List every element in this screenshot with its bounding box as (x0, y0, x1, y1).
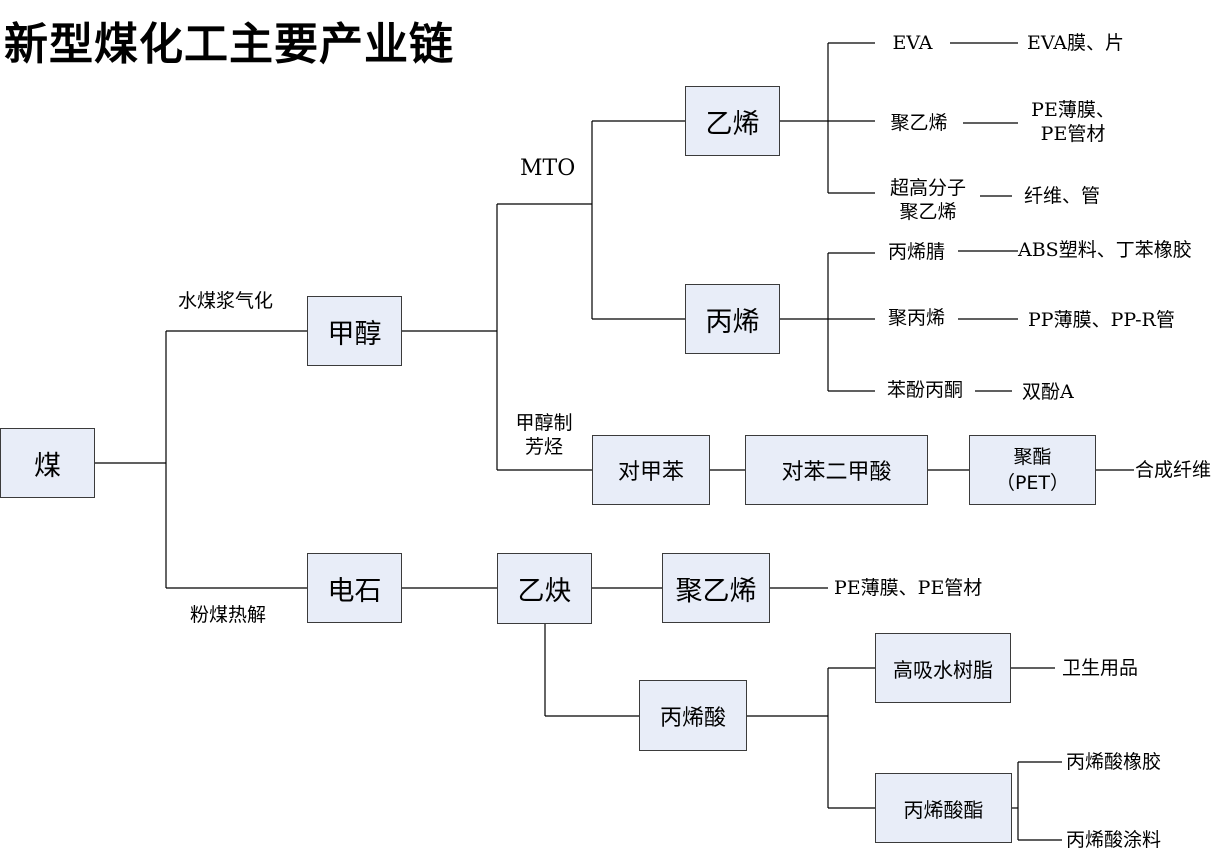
use-synthetic-fiber: 合成纤维 (1135, 459, 1212, 481)
node-carbide: 电石 (307, 553, 402, 623)
use-pe-film-pipe: PE薄膜、 PE管材 (1018, 98, 1128, 146)
diagram-title: 新型煤化工主要产业链 (4, 19, 454, 70)
node-methanol: 甲醇 (307, 296, 402, 366)
product-polyethylene: 聚乙烯 (890, 112, 948, 134)
node-superabsorbent-resin: 高吸水树脂 (875, 633, 1011, 703)
use-acrylic-rubber: 丙烯酸橡胶 (1066, 751, 1162, 773)
product-uhmwpe-line1: 超高分子 (889, 177, 966, 199)
node-para-xylene: 对甲苯 (592, 435, 710, 505)
node-pet-line2: （PET） (995, 472, 1070, 494)
label-mto: MTO (520, 156, 576, 181)
use-pe-line1: PE薄膜、 (1031, 99, 1115, 121)
label-mta-line2: 芳烃 (524, 436, 563, 458)
product-uhmwpe: 超高分子 聚乙烯 (875, 176, 981, 224)
use-fiber-pipe: 纤维、管 (1024, 185, 1101, 207)
use-acrylic-coating: 丙烯酸涂料 (1066, 829, 1162, 851)
node-pet-line1: 聚酯 (1013, 446, 1052, 468)
node-acetylene: 乙炔 (497, 553, 592, 624)
product-polypropylene: 聚丙烯 (887, 307, 945, 329)
use-pe-line2: PE管材 (1040, 123, 1106, 145)
node-acrylate: 丙烯酸酯 (875, 773, 1012, 843)
node-ethylene: 乙烯 (685, 86, 780, 156)
product-uhmwpe-line2: 聚乙烯 (899, 201, 957, 223)
node-pta: 对苯二甲酸 (745, 435, 928, 505)
use-abs-sbr: ABS塑料、丁苯橡胶 (1018, 239, 1192, 261)
node-acrylic-acid: 丙烯酸 (639, 680, 747, 751)
product-phenol-acetone: 苯酚丙酮 (886, 379, 963, 401)
node-pet: 聚酯 （PET） (969, 435, 1096, 505)
label-slurry-gasification: 水煤浆气化 (178, 290, 274, 312)
use-eva-film: EVA膜、片 (1027, 32, 1125, 54)
node-propylene: 丙烯 (685, 284, 780, 354)
node-coal: 煤 (0, 428, 95, 498)
node-polyethylene-acetylene: 聚乙烯 (662, 553, 770, 623)
label-pulverized-pyrolysis: 粉煤热解 (190, 604, 267, 626)
use-sanitary-products: 卫生用品 (1062, 657, 1139, 679)
use-pe-film-pipe-acetylene: PE薄膜、PE管材 (834, 577, 983, 599)
label-methanol-to-aromatics: 甲醇制 芳烃 (506, 411, 582, 459)
label-mta-line1: 甲醇制 (515, 412, 573, 434)
use-bisphenol-a: 双酚A (1022, 381, 1074, 403)
product-acrylonitrile: 丙烯腈 (887, 241, 945, 263)
product-eva: EVA (892, 32, 933, 54)
use-pp-film-pipe: PP薄膜、PP-R管 (1028, 309, 1175, 331)
